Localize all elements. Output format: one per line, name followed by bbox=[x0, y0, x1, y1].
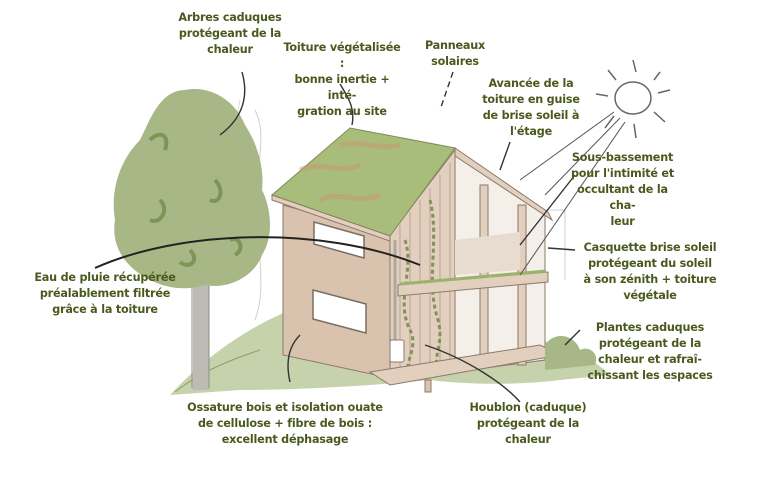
label-hops: Houblon (caduque) protégeant de la chale… bbox=[469, 401, 587, 446]
label-sunshade-canopy: Casquette brise soleil protégeant du sol… bbox=[583, 241, 717, 302]
deciduous-shrub bbox=[545, 335, 597, 370]
upper-window bbox=[313, 221, 365, 259]
sun-icon bbox=[595, 59, 671, 139]
label-rainwater: Eau de pluie récupérée préalablement fil… bbox=[34, 271, 176, 316]
label-deciduous-plants: Plantes caduques protégeant de la chaleu… bbox=[587, 321, 713, 382]
lower-window bbox=[312, 289, 367, 334]
label-green-roof: Toiture végétalisée : bonne inertie + in… bbox=[283, 41, 401, 118]
rain-barrel bbox=[389, 339, 405, 363]
label-solar-panels: Panneaux solaires bbox=[424, 39, 486, 68]
label-base-screen: Sous-bassement pour l'intimité et occult… bbox=[571, 151, 674, 228]
label-roof-overhang: Avancée de la toiture en guise de brise … bbox=[482, 77, 580, 138]
label-wood-frame: Ossature bois et isolation ouate de cell… bbox=[187, 401, 383, 446]
roof-overhang bbox=[454, 147, 554, 222]
label-deciduous-trees: Arbres caduques protégeant de la chaleur bbox=[178, 11, 282, 56]
